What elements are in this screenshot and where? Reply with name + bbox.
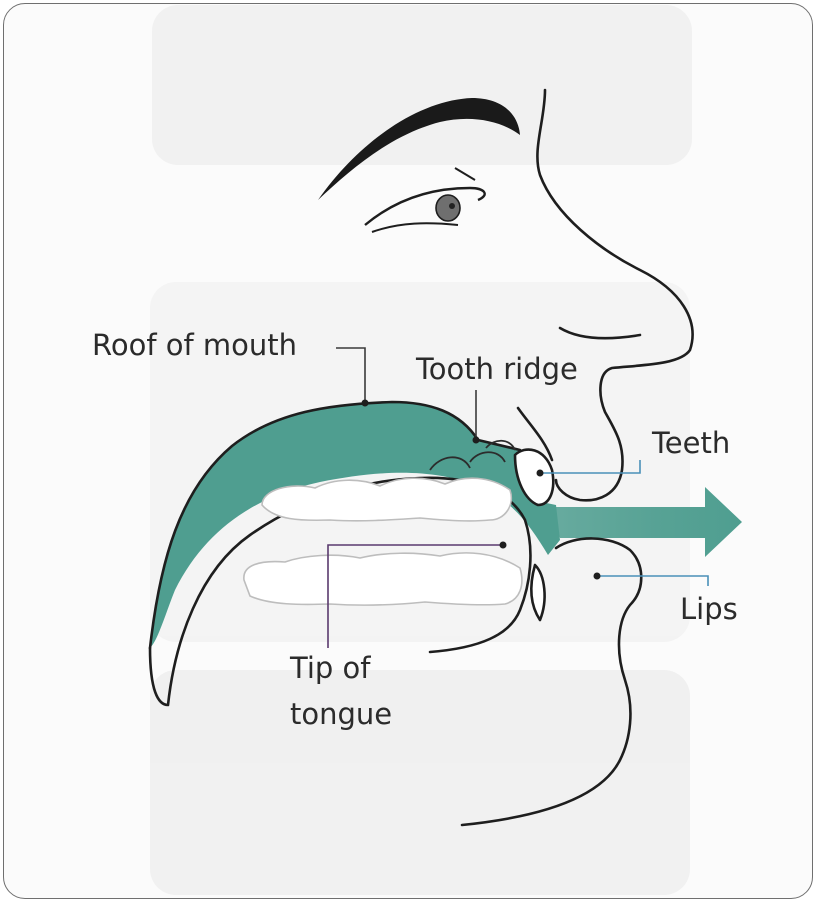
label-teeth: Teeth xyxy=(652,426,730,461)
label-tip-of-tongue-line1: Tip of xyxy=(290,651,370,686)
label-lips: Lips xyxy=(680,592,738,627)
label-roof-of-mouth: Roof of mouth xyxy=(92,328,297,363)
label-tooth-ridge: Tooth ridge xyxy=(416,352,578,387)
label-tip-of-tongue-line2: tongue xyxy=(290,697,392,732)
